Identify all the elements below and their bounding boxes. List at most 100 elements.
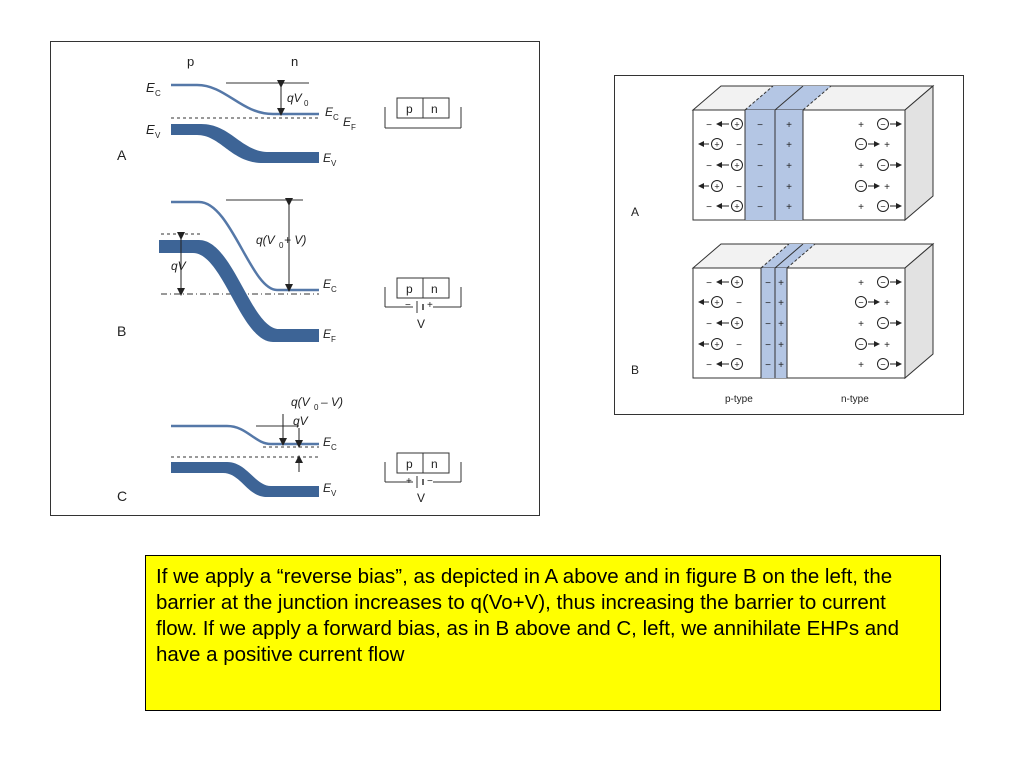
label-ec-c-sub: C bbox=[331, 443, 337, 452]
electron bbox=[855, 296, 867, 308]
label-ec-c: E bbox=[323, 435, 332, 449]
valence-band-c bbox=[171, 462, 319, 497]
label-ec-a-right-sub: C bbox=[333, 113, 339, 122]
electron-sign: − bbox=[858, 182, 863, 192]
band-diagram-panel: p n E C E V qV 0 E C E F E V A bbox=[50, 41, 540, 516]
fixed-charge-p: − bbox=[736, 140, 742, 151]
device-b-plus: + bbox=[427, 300, 433, 311]
acceptor-ion: − bbox=[757, 140, 763, 151]
device-a-p: p bbox=[406, 102, 413, 116]
donor-ion: + bbox=[786, 120, 792, 131]
electron bbox=[877, 200, 889, 212]
hole-sign: + bbox=[734, 360, 739, 370]
explanation-note: If we apply a “reverse bias”, as depicte… bbox=[145, 555, 941, 711]
explanation-text: If we apply a “reverse bias”, as depicte… bbox=[156, 565, 899, 666]
electron-sign: − bbox=[858, 140, 863, 150]
hole-sign: + bbox=[734, 120, 739, 130]
panel-letter-c: C bbox=[117, 488, 127, 504]
junction-diagram-panel: −+−++−−++−−+−+−++−−++−−+−+−++− −+−++−−++… bbox=[614, 75, 964, 415]
donor-ion: + bbox=[786, 161, 792, 172]
device-b-n: n bbox=[431, 282, 438, 296]
hole-sign: + bbox=[734, 161, 739, 171]
hole bbox=[731, 159, 743, 171]
block-side-face bbox=[904, 242, 934, 380]
label-ec-b-sub: C bbox=[331, 285, 337, 294]
device-a: p n bbox=[384, 97, 462, 129]
hole bbox=[731, 358, 743, 370]
hole bbox=[731, 118, 743, 130]
depletion-edge-top-left bbox=[760, 243, 790, 269]
label-qv0-minus-v: q(V bbox=[291, 395, 311, 409]
label-qv0-plus-v-tail: + V) bbox=[284, 233, 306, 247]
conduction-band-c bbox=[171, 424, 319, 446]
donor-ion: + bbox=[778, 278, 784, 289]
conduction-band-a bbox=[171, 83, 319, 116]
block-side-face bbox=[904, 84, 934, 222]
label-ef-a-sub: F bbox=[351, 123, 356, 132]
label-qv0-a-sub: 0 bbox=[304, 99, 309, 108]
electron bbox=[877, 276, 889, 288]
panel-letter-a: A bbox=[117, 147, 127, 163]
electron-sign: − bbox=[880, 120, 885, 130]
hole bbox=[711, 338, 723, 350]
hole-sign: + bbox=[714, 140, 719, 150]
label-ef-b: E bbox=[323, 327, 332, 341]
hole bbox=[711, 180, 723, 192]
hole-sign: + bbox=[734, 202, 739, 212]
acceptor-ion: − bbox=[765, 340, 771, 351]
label-ec-a-right: E bbox=[325, 105, 334, 119]
acceptor-ion: − bbox=[765, 360, 771, 371]
label-ec-a-sub: C bbox=[155, 89, 161, 98]
fixed-charge-p: − bbox=[706, 278, 712, 289]
acceptor-ion: − bbox=[765, 319, 771, 330]
junction-top-line bbox=[774, 85, 804, 111]
label-ev-c: E bbox=[323, 481, 332, 495]
label-qv0-plus-v-sub: 0 bbox=[279, 241, 284, 250]
fixed-charge-n: + bbox=[858, 120, 864, 131]
junction-letter-a: A bbox=[631, 205, 639, 219]
fixed-charge-n: + bbox=[858, 278, 864, 289]
acceptor-ion: − bbox=[757, 202, 763, 213]
electron bbox=[855, 338, 867, 350]
fixed-charge-p: − bbox=[706, 319, 712, 330]
depletion-region bbox=[745, 110, 803, 220]
junction-letter-b: B bbox=[631, 363, 639, 377]
label-qv-c: qV bbox=[293, 414, 309, 428]
hole-sign: + bbox=[734, 278, 739, 288]
device-c: p n + − V bbox=[384, 452, 462, 505]
depletion-edge-top-right bbox=[786, 243, 816, 269]
electron bbox=[877, 118, 889, 130]
axis-label-p-type: p-type bbox=[725, 394, 753, 405]
depletion-edge-top-left bbox=[744, 85, 774, 111]
device-c-minus: − bbox=[427, 476, 433, 487]
acceptor-ion: − bbox=[757, 182, 763, 193]
acceptor-ion: − bbox=[757, 120, 763, 131]
device-b: p n − + V bbox=[384, 277, 462, 331]
label-ev-a-right: E bbox=[323, 151, 332, 165]
donor-ion: + bbox=[778, 319, 784, 330]
electron bbox=[877, 317, 889, 329]
fixed-charge-p: − bbox=[706, 161, 712, 172]
label-ec-a: E bbox=[146, 80, 155, 95]
electron-sign: − bbox=[880, 278, 885, 288]
label-qv-b: qV bbox=[171, 259, 187, 273]
device-c-v: V bbox=[417, 491, 425, 505]
fixed-charge-n: + bbox=[884, 298, 890, 309]
donor-ion: + bbox=[778, 298, 784, 309]
label-ev-a: E bbox=[146, 122, 155, 137]
fixed-charge-n: + bbox=[884, 340, 890, 351]
depletion-top bbox=[745, 86, 831, 110]
label-ef-b-sub: F bbox=[331, 335, 336, 344]
electron bbox=[877, 358, 889, 370]
fixed-charge-p: − bbox=[706, 120, 712, 131]
block-top-face bbox=[691, 243, 935, 269]
conduction-band-b bbox=[171, 200, 319, 292]
electron bbox=[877, 159, 889, 171]
device-a-n: n bbox=[431, 102, 438, 116]
band-panel-b: q(V 0 + V) qV E C E F B p n − + bbox=[117, 198, 462, 344]
device-c-n: n bbox=[431, 457, 438, 471]
hole bbox=[711, 138, 723, 150]
device-c-p: p bbox=[406, 457, 413, 471]
fixed-charge-p: − bbox=[706, 360, 712, 371]
valence-band-b bbox=[159, 240, 319, 342]
